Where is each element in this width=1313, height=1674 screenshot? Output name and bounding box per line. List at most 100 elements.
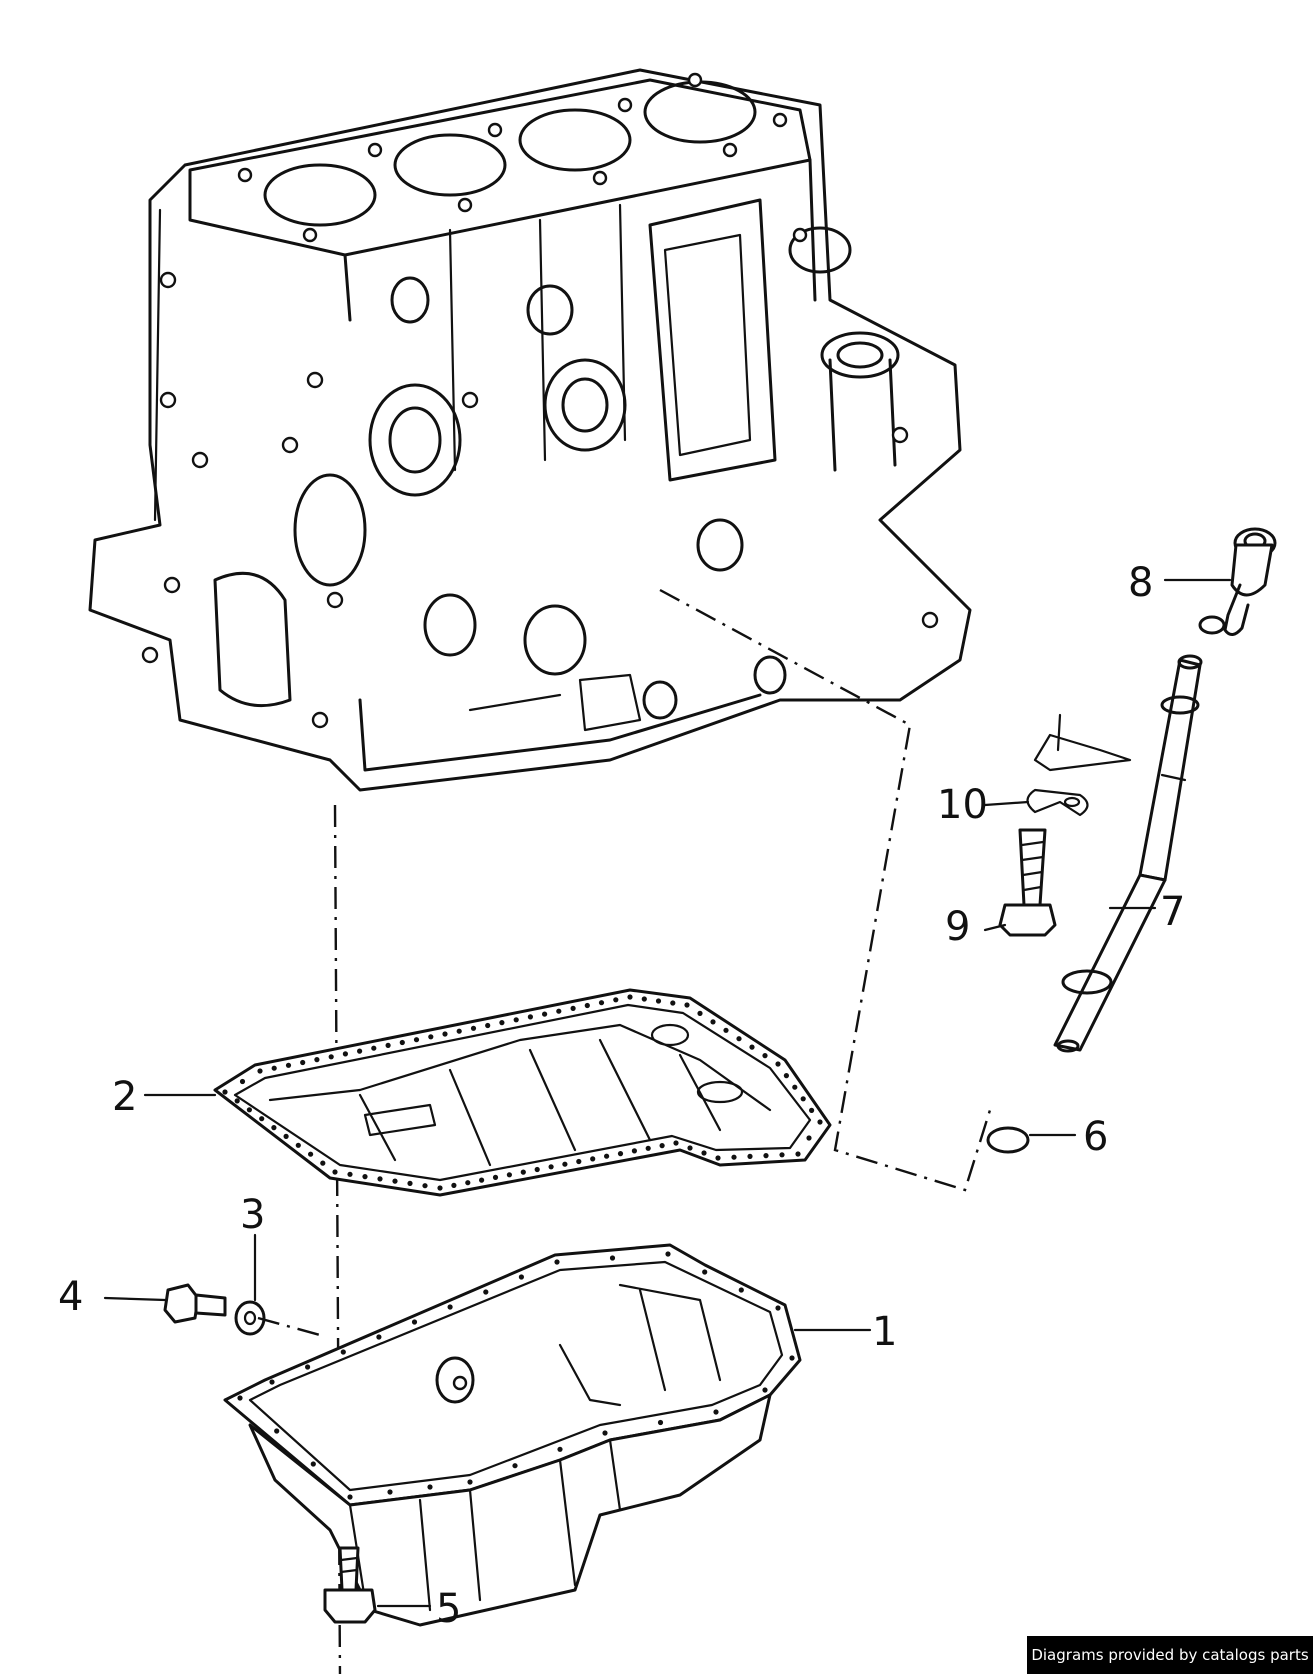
callout-9: 9 [945, 904, 970, 950]
gasket-hole [687, 1145, 693, 1151]
gasket-hole [542, 1011, 548, 1017]
gasket-hole [392, 1178, 398, 1184]
oil-pan-gasket [213, 988, 832, 1197]
gasket-hole [300, 1059, 306, 1066]
gasket-hole [385, 1042, 391, 1048]
gasket-hole [347, 1171, 353, 1177]
pan-bolt-hole [387, 1489, 393, 1495]
gasket-hole [659, 1143, 665, 1149]
gasket-hole [506, 1172, 512, 1178]
pan-bolt-hole [775, 1305, 781, 1311]
gasket-hole [590, 1156, 596, 1162]
gasket-hole [762, 1053, 768, 1059]
gasket-hole [631, 1148, 638, 1154]
pan-bolt-hole [305, 1364, 311, 1370]
gasket-hole [806, 1135, 812, 1141]
pan-bolt-hole [467, 1479, 473, 1485]
gasket-hole [451, 1182, 457, 1188]
gasket-hole [556, 1008, 562, 1014]
gasket-hole [598, 1000, 605, 1006]
gasket-hole [442, 1031, 448, 1037]
pan-bolt-hole [609, 1255, 616, 1261]
gasket-hole [710, 1019, 716, 1025]
gasket-hole [428, 1034, 434, 1040]
drain-plug [163, 1283, 227, 1324]
gasket-hole [308, 1151, 314, 1157]
callout-2: 2 [112, 1074, 137, 1120]
gasket-hole [295, 1142, 301, 1148]
gasket-hole [239, 1078, 246, 1085]
pan-bolt-hole [702, 1269, 708, 1275]
callout-10: 10 [937, 782, 988, 828]
gasket-hole [259, 1116, 265, 1122]
callout-6: 6 [1083, 1114, 1108, 1160]
gasket-hole [697, 1010, 703, 1017]
callout-3: 3 [240, 1192, 265, 1238]
pan-bolt-hole [340, 1349, 346, 1355]
gasket-hole [747, 1153, 753, 1159]
gasket-hole [570, 1005, 576, 1012]
callout-labels: 1 2 3 4 5 6 7 8 9 10 [58, 560, 1185, 1632]
pan-bolt-hole [518, 1274, 525, 1280]
gasket-hole [222, 1089, 228, 1095]
gasket-hole [655, 998, 662, 1004]
gasket-hole [320, 1160, 326, 1166]
gasket-hole [371, 1045, 377, 1051]
callout-5: 5 [436, 1586, 461, 1632]
gasket-hole [809, 1107, 815, 1113]
pan-bolt-hole [347, 1494, 353, 1500]
gasket-hole [645, 1145, 651, 1151]
gasket-hole [465, 1180, 471, 1186]
gasket-hole [723, 1027, 729, 1033]
gasket-hole [413, 1037, 420, 1043]
gasket-hole [246, 1107, 252, 1113]
gasket-hole [332, 1169, 338, 1175]
gasket-hole [271, 1065, 277, 1071]
gasket-hole [641, 996, 647, 1002]
gasket-hole [534, 1166, 540, 1173]
pan-bolt-hole [447, 1304, 453, 1310]
gasket-hole [437, 1185, 443, 1191]
leader-lines [103, 578, 1232, 1608]
callout-4: 4 [58, 1274, 83, 1320]
gasket-hole [673, 1140, 679, 1146]
gasket-hole [617, 1151, 624, 1157]
gasket-hole [314, 1057, 320, 1063]
gasket-hole [731, 1154, 737, 1160]
pan-bolt-hole [557, 1446, 563, 1452]
pan-bolt-hole [665, 1251, 671, 1257]
dipstick [986, 527, 1277, 1154]
gasket-hole [271, 1125, 277, 1131]
pan-bolt-hole [237, 1395, 243, 1401]
pan-bolt-hole [427, 1484, 433, 1490]
callout-7: 7 [1160, 889, 1185, 935]
gasket-hole [736, 1036, 742, 1042]
gasket-hole [513, 1017, 519, 1023]
gasket-hole [422, 1183, 428, 1189]
pan-bolt-hole [738, 1287, 744, 1293]
callout-1: 1 [872, 1309, 897, 1355]
pan-bolt [323, 1546, 377, 1624]
gasket-hole [548, 1164, 554, 1170]
gasket-hole [527, 1014, 534, 1020]
gasket-hole [499, 1020, 505, 1026]
gasket-hole [627, 994, 633, 1000]
callout-8: 8 [1128, 560, 1153, 606]
pan-bolt-hole [411, 1319, 418, 1325]
pan-bolt-hole [602, 1430, 608, 1436]
gasket-hole [492, 1174, 499, 1180]
pan-bolt-hole [713, 1409, 719, 1415]
gasket-hole [701, 1150, 707, 1156]
pan-bolt-hole [657, 1419, 664, 1426]
gasket-hole [584, 1002, 590, 1009]
pan-bolt-hole [274, 1428, 280, 1434]
gasket-hole [715, 1155, 721, 1161]
gasket-hole [407, 1180, 413, 1186]
gasket-hole [377, 1176, 383, 1182]
gasket-hole [613, 997, 619, 1003]
pan-bolt-hole [762, 1387, 768, 1393]
gasket-hole [456, 1028, 462, 1034]
gasket-hole [775, 1061, 781, 1067]
drain-washer [234, 1300, 266, 1336]
